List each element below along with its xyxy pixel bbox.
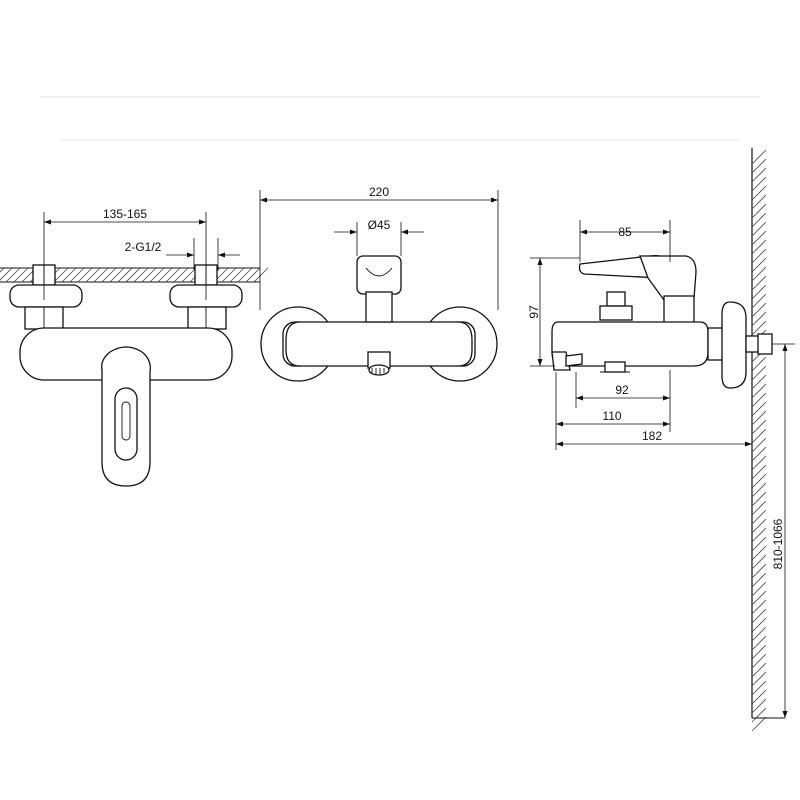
top-view: 220 Ø45 <box>259 185 499 382</box>
dim-body-diameter: Ø45 <box>334 218 424 256</box>
dim-handle-width: 85 <box>579 220 671 262</box>
top-handle <box>356 255 402 295</box>
dim-label-total-depth: 182 <box>642 429 662 443</box>
dim-label-spout-projection: 110 <box>602 409 621 423</box>
dim-label-inlet-thread: 2-G1/2 <box>125 240 162 254</box>
dim-height: 97 <box>527 257 580 367</box>
dim-label-mounting-height: 810-1066 <box>771 518 785 569</box>
dim-label-spout-to-inlet: 92 <box>615 383 629 397</box>
wall-hatch-side <box>751 148 785 732</box>
side-body <box>551 321 709 367</box>
dim-inlet-spacing: 135-165 <box>43 207 207 300</box>
dim-label-height: 97 <box>527 305 541 319</box>
dim-label-inlet-spacing: 135-165 <box>103 207 147 221</box>
background-artifacts <box>40 96 760 141</box>
side-escutcheon <box>721 301 747 389</box>
dim-spout-to-inlet: 92 <box>575 370 671 408</box>
dim-label-handle-width: 85 <box>618 225 632 239</box>
dim-inlet-thread: 2-G1/2 <box>125 238 240 270</box>
top-body <box>285 321 473 367</box>
dim-total-depth: 182 <box>556 429 752 447</box>
dim-label-body-diameter: Ø45 <box>368 218 391 232</box>
dim-label-overall-width: 220 <box>369 185 389 199</box>
side-view: 85 97 92 110 182 <box>527 148 795 732</box>
front-view: 135-165 2-G1/2 <box>0 207 269 487</box>
left-escutcheon <box>9 284 83 308</box>
dim-overall-width: 220 <box>259 185 499 310</box>
dim-spout-projection: 110 <box>555 372 671 450</box>
dim-mounting-height: 810-1066 <box>771 343 795 718</box>
